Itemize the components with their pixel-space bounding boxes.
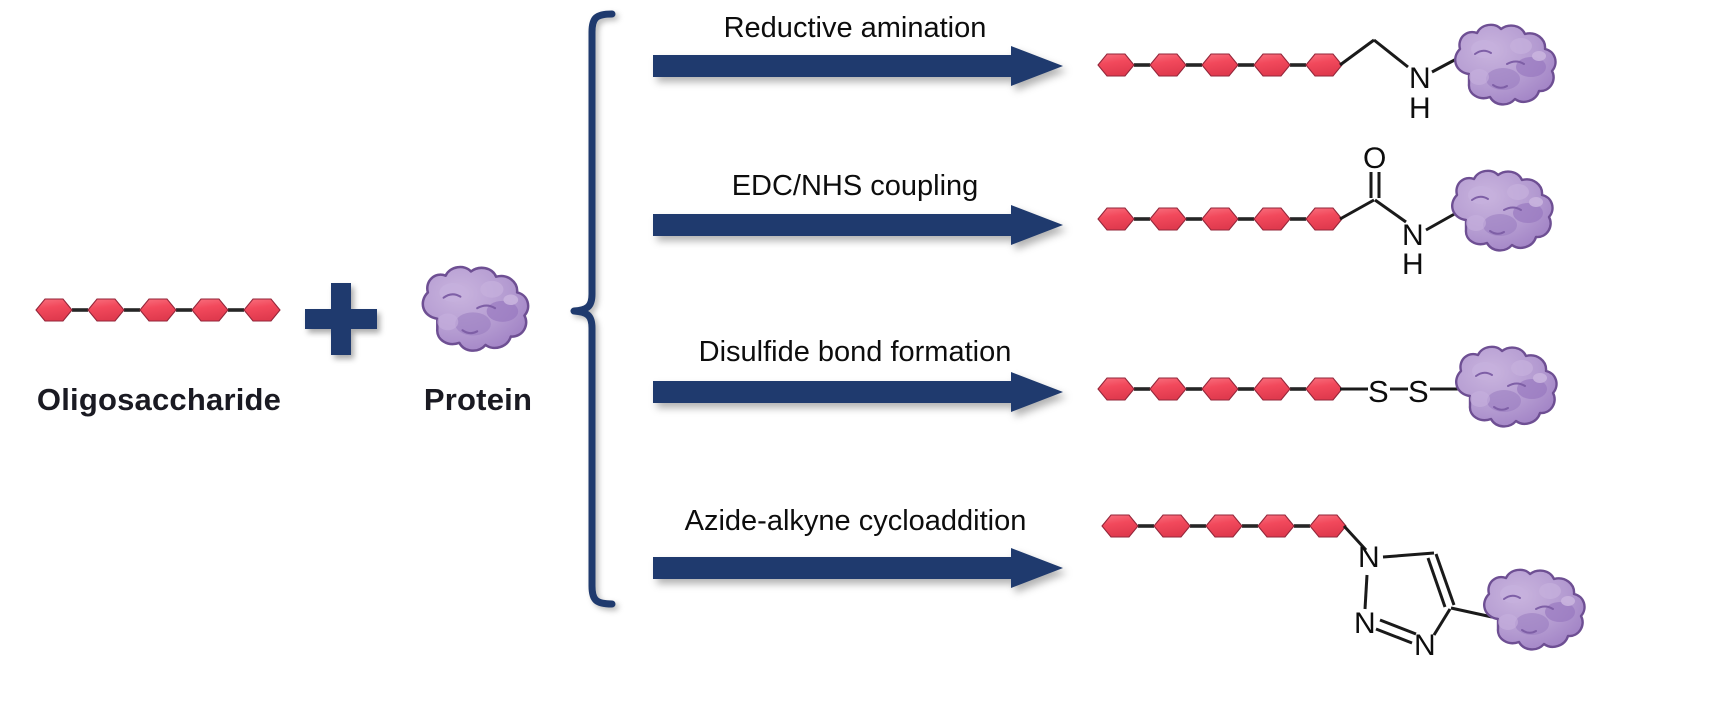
- right-arrow-icon-disulfide-bond-formation: [653, 372, 1065, 420]
- atom-label-N3: N: [1414, 629, 1436, 662]
- atom-label-H: H: [1402, 248, 1424, 281]
- atom-label-N2: N: [1354, 607, 1376, 640]
- oligosaccharide-structure: [34, 296, 284, 326]
- product-azide-alkyne-cycloaddition: N N N: [1100, 505, 1586, 710]
- right-arrow-icon-reductive-amination: [653, 46, 1065, 94]
- product-disulfide-bond-formation: S S: [1096, 345, 1566, 470]
- reaction-label-disulfide-bond-formation: Disulfide bond formation: [698, 336, 1012, 368]
- protein-label: Protein: [423, 382, 533, 417]
- product-edc-nhs-coupling: O N H: [1096, 142, 1566, 281]
- atom-label-H: H: [1409, 92, 1431, 125]
- atom-label-N: N: [1409, 62, 1431, 95]
- atom-label-N1: N: [1358, 541, 1380, 574]
- right-arrow-icon-edc-nhs-coupling: [653, 205, 1065, 253]
- atom-label-N: N: [1402, 219, 1424, 252]
- curly-bracket-icon: [566, 8, 622, 608]
- atom-label-S2: S: [1408, 374, 1429, 409]
- atom-label-O: O: [1363, 142, 1386, 175]
- atom-label-S1: S: [1368, 374, 1389, 409]
- hexagon-chain-icon: [34, 296, 284, 326]
- plus-icon: [305, 283, 377, 355]
- reaction-label-azide-alkyne-cycloaddition: Azide-alkyne cycloaddition: [684, 505, 1027, 537]
- reaction-label-edc-nhs-coupling: EDC/NHS coupling: [731, 170, 979, 202]
- protein-blob-icon: [421, 265, 530, 352]
- protein-structure: [410, 262, 534, 354]
- reaction-label-reductive-amination: Reductive amination: [723, 12, 987, 44]
- product-reductive-amination: N H: [1096, 22, 1566, 132]
- oligosaccharide-label: Oligosaccharide: [36, 382, 282, 417]
- right-arrow-icon-azide-alkyne-cycloaddition: [653, 548, 1065, 596]
